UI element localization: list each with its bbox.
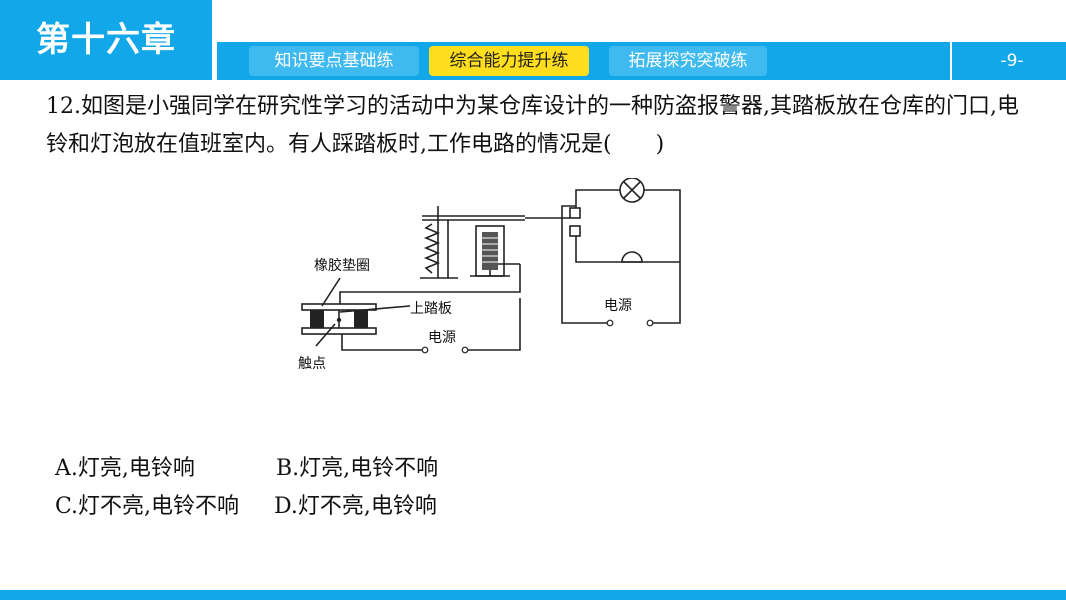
lower-pedal-plate: [301, 327, 377, 335]
header-divider: [950, 42, 952, 80]
option-b: B.灯亮,电铃不响: [276, 456, 439, 481]
tab-comprehensive-practice[interactable]: 综合能力提升练: [429, 46, 589, 76]
tab-basic-practice[interactable]: 知识要点基础练: [249, 46, 419, 76]
label-rubber-ring: 橡胶垫圈: [314, 257, 370, 274]
chapter-title: 第十六章: [0, 0, 212, 80]
label-power-control: 电源: [428, 330, 456, 346]
option-c: C.灯不亮,电铃不响: [55, 494, 240, 519]
label-contact: 触点: [298, 356, 326, 372]
label-upper-pedal: 上踏板: [410, 301, 452, 317]
circuit-diagram: 橡胶垫圈 上踏板 电源 触点 电源: [298, 178, 681, 372]
top-header: 第十六章 知识要点基础练 综合能力提升练 拓展探究突破练 -9-: [0, 0, 1066, 80]
page-number: -9-: [1000, 51, 1024, 71]
question-text: 12.如图是小强同学在研究性学习的活动中为某仓库设计的一种防盗报警器,其踏板放在…: [46, 94, 1019, 157]
label-power-working: 电源: [604, 298, 632, 314]
bottom-bar: [0, 590, 1066, 600]
option-a: A.灯亮,电铃响: [55, 456, 195, 481]
tab-extension-practice[interactable]: 拓展探究突破练: [609, 46, 767, 76]
option-d: D.灯不亮,电铃响: [274, 494, 437, 519]
nav-strip: 知识要点基础练 综合能力提升练 拓展探究突破练 -9-: [217, 42, 1066, 80]
